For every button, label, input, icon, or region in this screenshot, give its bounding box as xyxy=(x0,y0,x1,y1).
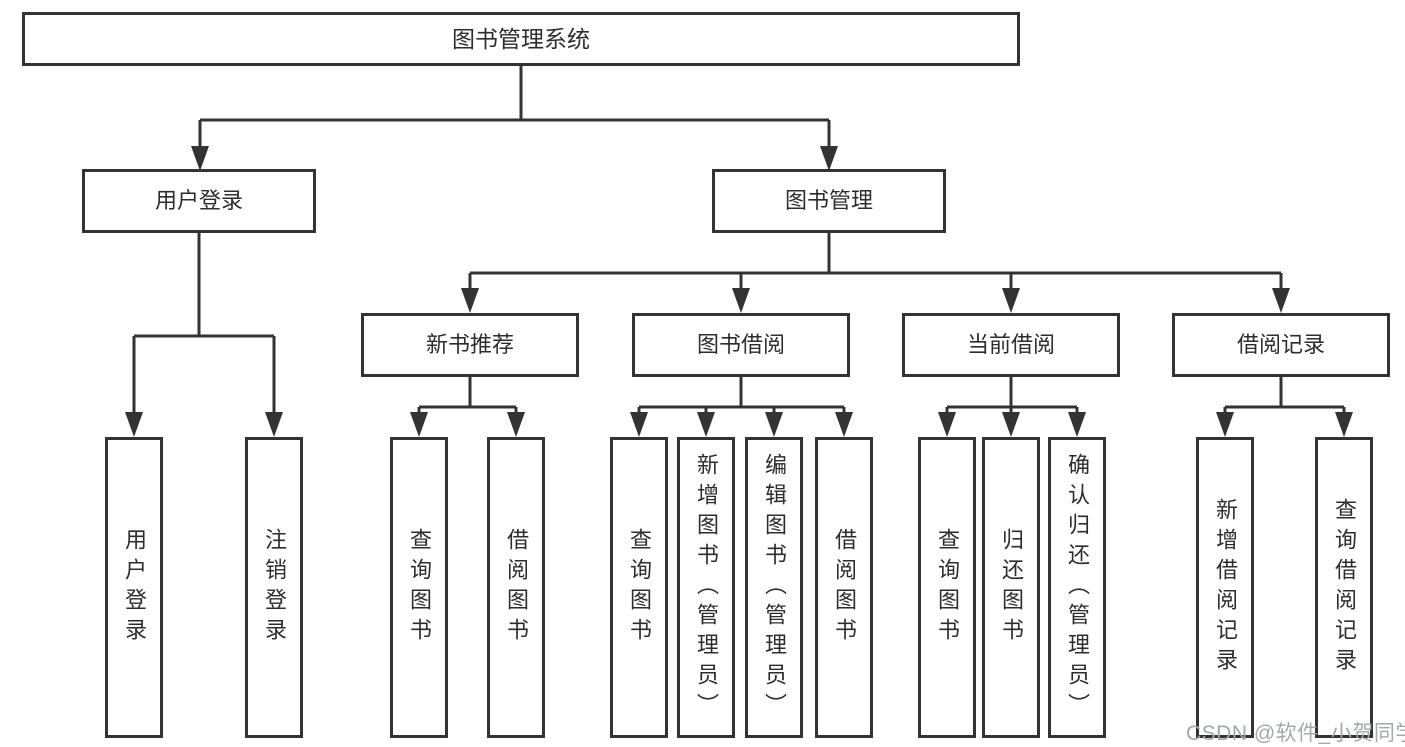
leaf-current-query-books: 查询图书 xyxy=(918,437,976,738)
node-label: 确认归还（管理员） xyxy=(1065,452,1090,723)
node-new-book-recommend: 新书推荐 xyxy=(361,313,579,377)
csdn-watermark: CSDN @软件_小贺同学 xyxy=(1186,722,1405,745)
node-label: 查询借阅记录 xyxy=(1332,497,1357,678)
leaf-records-add-record: 新增借阅记录 xyxy=(1196,437,1254,738)
node-book-management: 图书管理 xyxy=(712,169,946,233)
node-label: 借阅图书 xyxy=(504,527,529,648)
node-label: 查询图书 xyxy=(935,527,960,648)
node-label: 新书推荐 xyxy=(425,332,514,357)
node-label: 用户登录 xyxy=(122,527,147,648)
node-label: 图书借阅 xyxy=(696,332,785,357)
node-root-library-system: 图书管理系统 xyxy=(22,12,1020,66)
node-label: 新增图书（管理员） xyxy=(694,452,719,723)
node-label: 图书管理 xyxy=(784,188,873,213)
arrowheads xyxy=(125,146,1353,437)
leaf-newbooks-query-books: 查询图书 xyxy=(390,437,448,738)
node-borrowing-records: 借阅记录 xyxy=(1172,313,1390,377)
leaf-user-login: 用户登录 xyxy=(105,437,163,738)
leaf-borrow-query-books: 查询图书 xyxy=(610,437,668,738)
node-user-login: 用户登录 xyxy=(82,169,316,233)
node-label: 查询图书 xyxy=(627,527,652,648)
node-label: 归还图书 xyxy=(999,527,1024,648)
node-label: 注销登录 xyxy=(262,527,287,648)
leaf-newbooks-borrow-books: 借阅图书 xyxy=(487,437,545,738)
leaf-borrow-edit-books-admin: 编辑图书（管理员） xyxy=(745,437,803,738)
leaf-borrow-borrow-books: 借阅图书 xyxy=(815,437,873,738)
leaf-records-query-record: 查询借阅记录 xyxy=(1315,437,1373,738)
leaf-borrow-add-books-admin: 新增图书（管理员） xyxy=(677,437,735,738)
tree-edges xyxy=(132,65,1346,416)
node-label: 新增借阅记录 xyxy=(1213,497,1238,678)
leaf-logout: 注销登录 xyxy=(245,437,303,738)
node-label: 图书管理系统 xyxy=(452,25,590,52)
node-label: 当前借阅 xyxy=(966,332,1055,357)
node-label: 借阅图书 xyxy=(832,527,857,648)
node-label: 借阅记录 xyxy=(1236,332,1325,357)
node-label: 编辑图书（管理员） xyxy=(762,452,787,723)
leaf-current-confirm-return-admin: 确认归还（管理员） xyxy=(1048,437,1106,738)
node-current-borrowing: 当前借阅 xyxy=(902,313,1120,377)
node-label: 查询图书 xyxy=(407,527,432,648)
node-book-borrowing: 图书借阅 xyxy=(632,313,850,377)
leaf-current-return-books: 归还图书 xyxy=(982,437,1040,738)
node-label: 用户登录 xyxy=(154,188,243,213)
